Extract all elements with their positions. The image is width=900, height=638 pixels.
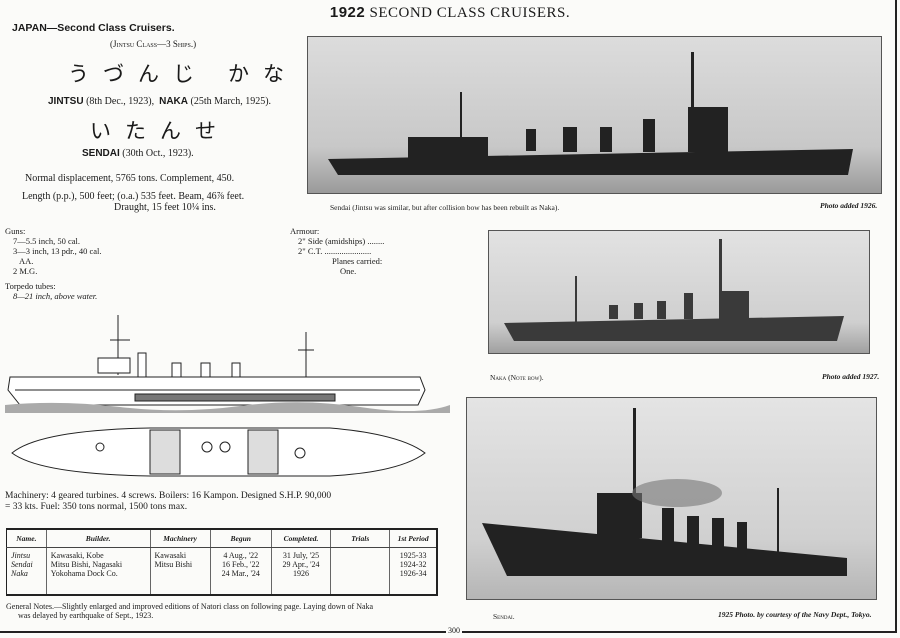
cell-line: 4 Aug., '22 [223, 551, 259, 560]
guns-label: Guns: [5, 226, 26, 236]
machinery-line-1: Machinery: 4 geared turbines. 4 screws. … [5, 491, 332, 501]
notes-line: General Notes.—Slightly enlarged and imp… [6, 602, 374, 611]
table-header-row: Name. Builder. Machinery Begun Completed… [6, 529, 438, 548]
ship-date: (30th Oct., 1923). [122, 148, 194, 159]
armour-item: 2" C.T. ...................... [298, 246, 372, 256]
page-number: 300 [446, 625, 462, 637]
photo-1-credit: Photo added 1926. [820, 201, 878, 210]
kana-naka: かな [228, 62, 298, 86]
cell-line: 1926 [293, 569, 310, 578]
notes-line: was delayed by earthquake of Sept., 1923… [18, 611, 154, 620]
kana-sendai: いたんせ [90, 119, 230, 143]
right-border-rule [895, 0, 897, 633]
planes-label: Planes carried: [332, 256, 383, 266]
machinery-line-2: = 33 kts. Fuel: 350 tons normal, 1500 to… [5, 502, 188, 512]
photo-sendai-1 [307, 36, 882, 194]
cell-line: 1924-32 [399, 560, 427, 569]
sendai-line: SENDAI (30th Oct., 1923). [82, 148, 194, 160]
header-year: 1922 [329, 4, 366, 21]
country-heading: JAPAN—Second Class Cruisers. [12, 22, 175, 34]
column-header: Builder. [46, 529, 151, 548]
general-notes: General Notes.—Slightly enlarged and imp… [6, 602, 373, 620]
photo-2-credit: Photo added 1927. [822, 372, 880, 381]
cell-line: Mitsu Bishi [154, 560, 193, 569]
photo-3-credit: 1925 Photo. by courtesy of the Navy Dept… [718, 610, 872, 619]
cell-line: Kawasaki [154, 551, 187, 560]
cell-line: 24 Mar., '24 [221, 569, 260, 578]
planes-value: One. [340, 266, 357, 276]
ship-silhouette [328, 52, 853, 175]
length: Length (p.p.), 500 feet; (o.a.) 535 feet… [22, 191, 245, 202]
cell-line: 1925-33 [399, 551, 427, 560]
page-header: 1922 SECOND CLASS CRUISERS. [0, 4, 900, 22]
displacement: Normal displacement, 5765 tons. Compleme… [25, 173, 235, 184]
torpedo-item: 8—21 inch, above water. [13, 291, 98, 301]
gun-item: AA. [19, 256, 34, 266]
guns-block: Guns: 7—5.5 inch, 50 cal. 3—3 inch, 13 p… [5, 226, 102, 301]
cell-line: 16 Feb., '22 [222, 560, 260, 569]
column-header: Name. [6, 529, 47, 548]
cell-line: Sendai [11, 560, 33, 569]
trials-cell [330, 547, 391, 595]
draught: Draught, 15 feet 10¼ ins. [114, 202, 216, 213]
photo-naka [488, 230, 870, 354]
armour-label: Armour: [290, 226, 320, 236]
column-header: Machinery [150, 529, 211, 548]
kana-jintsu: うづんじ [68, 62, 208, 86]
armour-item: 2" Side (amidships) ........ [298, 236, 385, 246]
ship-silhouette [482, 408, 847, 576]
ship-silhouette [504, 239, 844, 341]
ship-name-jintsu: JINTSU [48, 96, 84, 107]
column-header: Begun [210, 529, 272, 548]
header-title: SECOND CLASS CRUISERS. [369, 5, 571, 21]
photo-1-caption: Sendai (Jintsu was similar, but after co… [330, 203, 560, 212]
class-line: (Jintsu Class—3 Ships.) [110, 39, 197, 49]
ship-name-naka: NAKA [159, 96, 188, 107]
cell-line: 31 July, '25 [282, 551, 320, 560]
cell-line: Mitsu Bishi, Nagasaki [50, 560, 123, 569]
gun-item: 3—3 inch, 13 pdr., 40 cal. [13, 246, 102, 256]
ship-name-sendai: SENDAI [82, 148, 120, 159]
ship-date: (25th March, 1925). [190, 96, 272, 107]
photo-3-caption: Sendai. [493, 612, 515, 621]
cell-line: 29 Apr., '24 [282, 560, 320, 569]
torpedo-label: Torpedo tubes: [5, 281, 56, 291]
cell-line: 1926-34 [399, 569, 427, 578]
gun-item: 2 M.G. [13, 266, 38, 276]
column-header: Trials [330, 529, 391, 548]
armour-block: Armour: 2" Side (amidships) ........ 2" … [290, 226, 384, 276]
gun-item: 7—5.5 inch, 50 cal. [13, 236, 81, 246]
cell-line: Yokohama Dock Co. [50, 569, 118, 578]
photo-sendai-2 [466, 397, 877, 600]
cell-line: Naka [11, 569, 28, 578]
column-header: Completed. [271, 529, 332, 548]
cell-line: Jintsu [11, 551, 31, 560]
cell-line: Kawasaki, Kobe [50, 551, 104, 560]
ship-build-table: Name. Builder. Machinery Begun Completed… [6, 528, 438, 596]
column-header: 1st Period [389, 529, 438, 548]
photo-2-caption: Naka (Note bow). [490, 373, 544, 382]
ship-profile-and-plan-drawing [5, 315, 450, 477]
ship-date: (8th Dec., 1923), [86, 96, 155, 107]
ship-names-line: JINTSU (8th Dec., 1923), NAKA (25th Marc… [48, 96, 271, 108]
